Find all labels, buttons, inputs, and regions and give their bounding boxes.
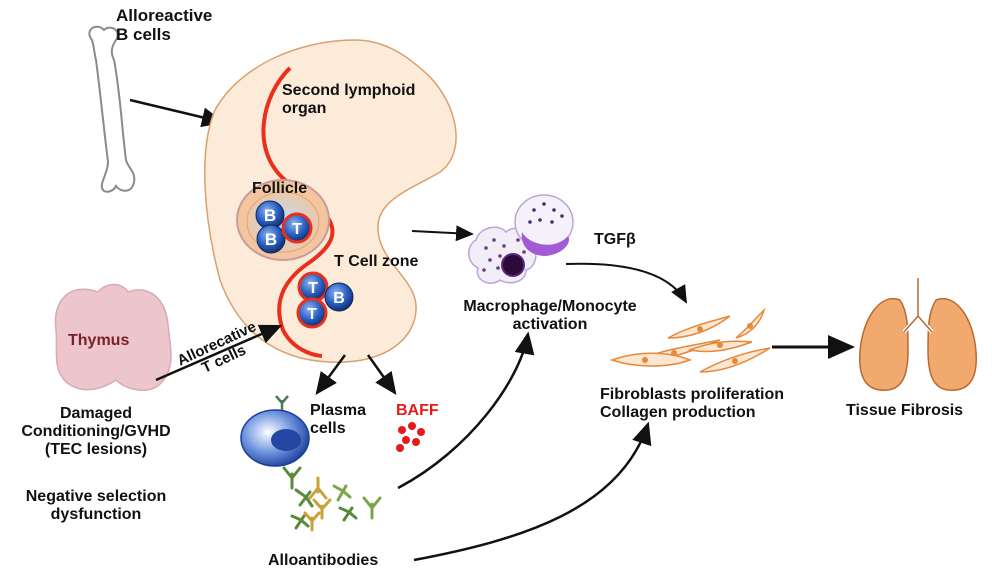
label-second-lymphoid-organ: Second lymphoid organ xyxy=(282,82,416,117)
label-tissue-fibrosis: Tissue Fibrosis xyxy=(846,402,964,419)
organ-capsule-line xyxy=(261,66,335,358)
arrow-alloantibodies-to-fibroblasts xyxy=(413,421,652,562)
t-cell: T xyxy=(297,271,329,303)
t-cell: T xyxy=(296,297,328,329)
t-cell-letter: T xyxy=(308,280,318,297)
lymphoid-organ-shape xyxy=(204,39,457,363)
label-follicle: Follicle xyxy=(252,180,308,197)
label-tgfb: TGFβ xyxy=(594,231,636,248)
label-alloreactive-b-cells: Alloreactive B cells xyxy=(116,6,213,45)
arrow-organ-to-baff xyxy=(366,354,397,396)
t-cell-letter: T xyxy=(307,306,317,323)
label-fibroblasts-collagen: Fibroblasts proliferation Collagen produ… xyxy=(600,386,785,421)
lungs-icon xyxy=(859,278,977,391)
label-negative-selection: Negative selection dysfunction xyxy=(25,488,167,523)
thymus-icon xyxy=(54,283,172,391)
macrophage-icon xyxy=(468,226,537,284)
b-cell: B xyxy=(256,224,286,254)
label-thymus: Thymus xyxy=(68,332,130,349)
t-cell: T xyxy=(281,212,313,244)
arrow-organ-to-plasma xyxy=(315,354,347,396)
label-t-cell-zone: T Cell zone xyxy=(334,253,419,270)
bone-icon xyxy=(88,25,136,193)
label-macrophage-monocyte-activation: Macrophage/Monocyte activation xyxy=(463,298,637,333)
b-cell: B xyxy=(324,282,354,312)
b-cell-letter: B xyxy=(265,230,277,249)
arrow-tgfb-to-fibroblasts xyxy=(565,262,687,304)
arrow-antibodies-to-macrophage xyxy=(397,331,535,490)
arrow-organ-to-macrophage xyxy=(411,225,474,242)
label-damaged-conditioning: Damaged Conditioning/GVHD (TEC lesions) xyxy=(21,405,171,458)
b-cell: B xyxy=(255,200,285,230)
label-plasma-cells: Plasma cells xyxy=(310,402,367,437)
antibody-icons xyxy=(282,466,382,532)
t-cell-letter: T xyxy=(292,221,302,238)
plasma-cell-icon xyxy=(240,395,310,467)
arrow-bcells-to-organ xyxy=(129,98,225,128)
b-cell-letter: B xyxy=(333,290,345,307)
label-alloantibodies: Alloantibodies xyxy=(268,552,379,569)
b-cell-letter: B xyxy=(264,206,276,225)
baff-dots xyxy=(396,422,425,452)
arrow-tcells-to-organ xyxy=(155,324,283,382)
label-baff: BAFF xyxy=(396,402,439,419)
monocyte-icon xyxy=(514,194,574,256)
fibroblast-nuclei xyxy=(642,323,753,364)
